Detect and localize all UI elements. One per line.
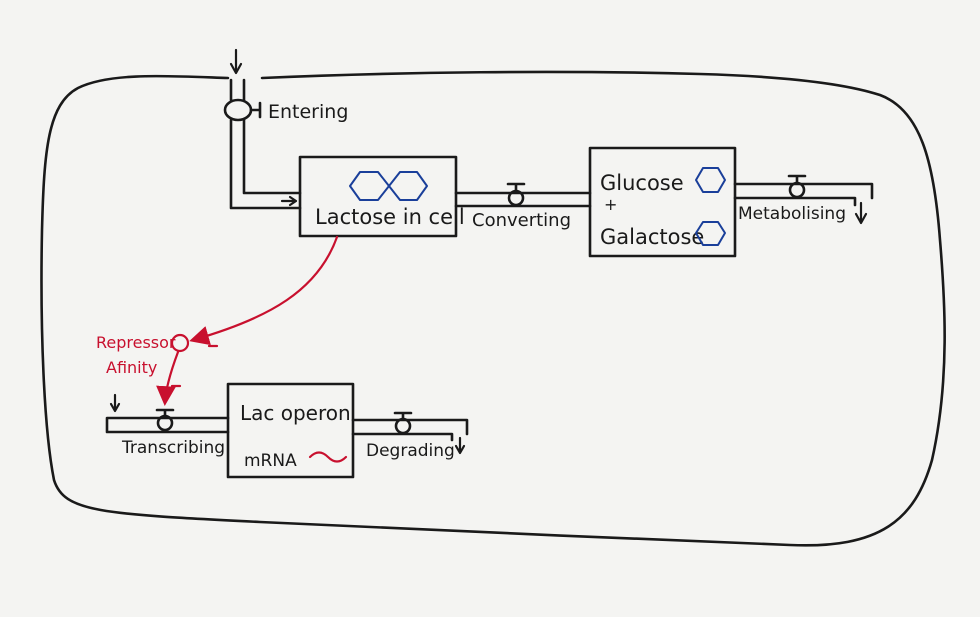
- repressor-label: Repressor: [96, 333, 176, 352]
- entering-label: Entering: [268, 101, 348, 123]
- lactose-to-repressor-arrow: [189, 235, 339, 346]
- galactose-label: Galactose: [600, 225, 704, 249]
- metabolising-label: Metabolising: [738, 204, 846, 224]
- affinity-label: Afinity: [106, 358, 157, 377]
- degrading-valve-icon: [393, 411, 413, 435]
- degrading-label: Degrading: [366, 441, 455, 461]
- converting-pipe: [454, 191, 592, 208]
- repressor-to-transcription-arrow: [156, 350, 180, 406]
- converting-valve-icon: [506, 182, 526, 207]
- plus-label: +: [604, 195, 617, 214]
- mrna-label: mRNA: [244, 451, 297, 471]
- transcription-entry-arrow: [109, 393, 121, 413]
- transcribing-label: Transcribing: [121, 438, 225, 458]
- entering-valve-icon: [223, 98, 262, 122]
- lactose-molecule-icon: [349, 171, 428, 201]
- transcribing-valve-icon: [155, 408, 175, 432]
- metabolising-valve-icon: [787, 174, 807, 199]
- lactose-label: Lactose in cell: [315, 205, 465, 229]
- degrading-pipe: [351, 418, 469, 442]
- converting-label: Converting: [472, 210, 571, 231]
- transcription-pipe: [105, 416, 230, 434]
- lac-operon-box: [226, 382, 355, 479]
- repressor-node: [170, 333, 190, 353]
- lactose-box: [298, 155, 458, 238]
- galactose-molecule-icon: [695, 221, 726, 246]
- glucose-label: Glucose: [600, 171, 684, 195]
- glucose-galactose-box: [588, 146, 737, 258]
- metabolising-pipe: [733, 182, 874, 207]
- lac-operon-label: Lac operon: [240, 401, 351, 425]
- mrna-wave-icon: [308, 451, 348, 463]
- cell-membrane: [40, 70, 946, 547]
- metabolising-exit-arrow: [854, 201, 868, 225]
- entering-flow: [229, 48, 302, 210]
- degrading-exit-arrow: [454, 436, 466, 455]
- glucose-molecule-icon: [695, 167, 726, 193]
